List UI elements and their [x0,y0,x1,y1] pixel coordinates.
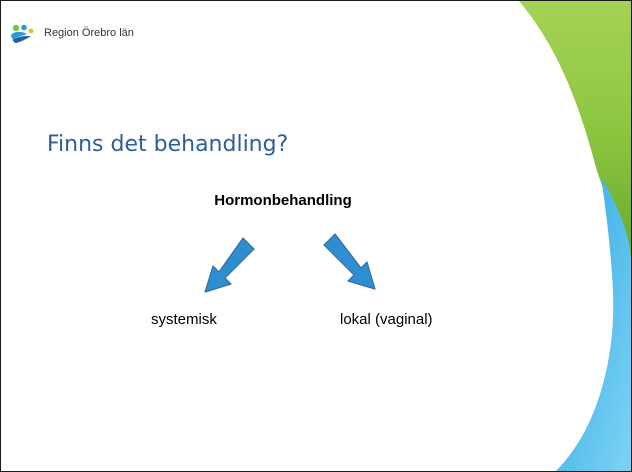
region-orebro-logo-icon [11,24,34,43]
blue-swoosh [556,176,631,471]
green-swoosh [519,1,631,261]
diagram-root-label: Hormonbehandling [214,192,352,209]
slide-title: Finns det behandling? [47,132,289,157]
arrow-down-left-icon [204,237,255,293]
branch-systemic-label: systemisk [151,311,217,328]
org-name: Region Örebro län [44,27,134,39]
branch-local-label: lokal (vaginal) [340,311,433,328]
arrow-down-right-icon [323,233,376,290]
